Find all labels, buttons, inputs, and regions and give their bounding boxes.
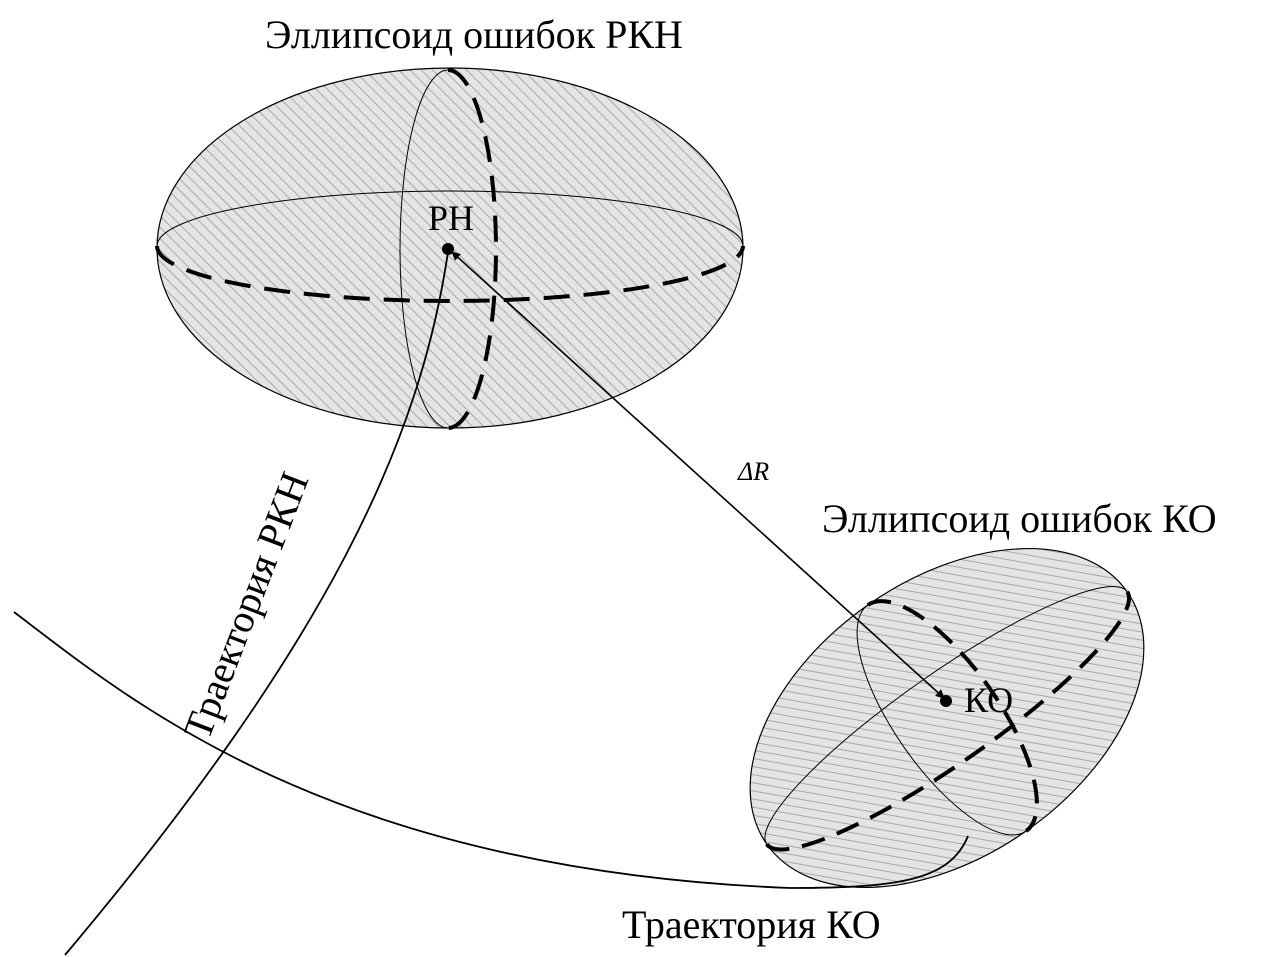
rn-point bbox=[442, 243, 454, 255]
trajectory-ko-label: Траектория КО bbox=[622, 902, 881, 947]
ko-meridian-front bbox=[866, 599, 1039, 833]
trajectory-ko-curve bbox=[13, 611, 969, 889]
trajectory-rkn-label: Траектория РКН bbox=[174, 466, 317, 745]
ko-equator-front bbox=[765, 590, 1131, 852]
ko-error-ellipsoid bbox=[749, 547, 1145, 889]
ko-ellipsoid-body bbox=[749, 547, 1145, 889]
ko-point-label: КО bbox=[964, 680, 1013, 720]
rkn-meridian-back bbox=[399, 69, 449, 429]
delta-r-label: ΔR bbox=[737, 457, 769, 486]
rn-point-label: РН bbox=[428, 198, 474, 238]
rkn-ellipsoid-title: Эллипсоид ошибок РКН bbox=[265, 12, 683, 57]
trajectory-rkn-curve bbox=[64, 251, 449, 956]
delta-r-vector bbox=[451, 251, 945, 699]
rkn-equator-back bbox=[156, 190, 744, 247]
ko-ellipsoid-title: Эллипсоид ошибок КО bbox=[822, 496, 1217, 541]
ko-point bbox=[940, 695, 952, 707]
